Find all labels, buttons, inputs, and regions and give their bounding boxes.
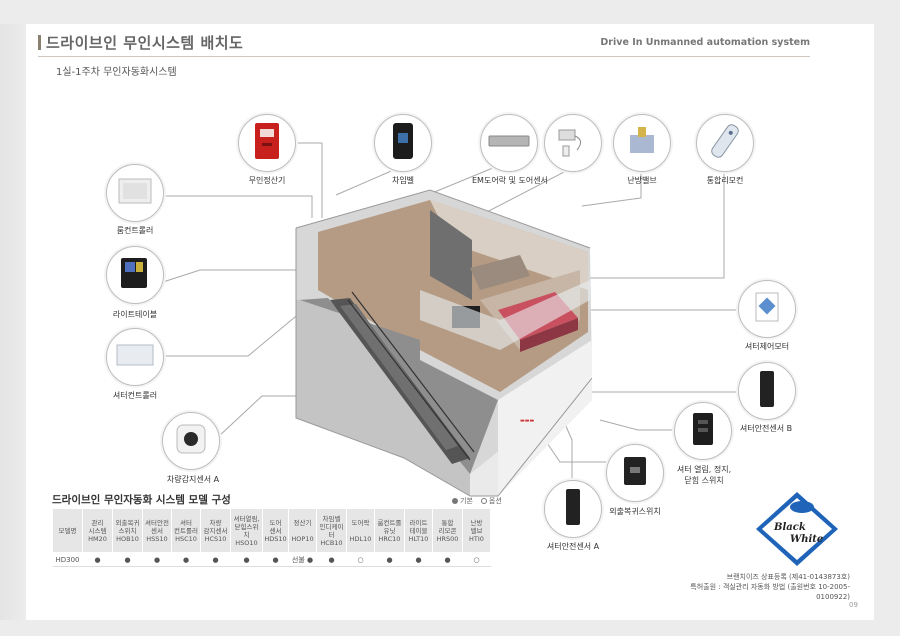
device-payment-kiosk: [238, 114, 296, 172]
table-cell: ●: [142, 552, 172, 567]
heating-valve-icon: [624, 123, 660, 163]
device-safety-sensor-a: [544, 480, 602, 538]
table-cell: ●: [316, 552, 347, 567]
table-cell: ●: [374, 552, 405, 567]
page-number: 09: [849, 601, 858, 609]
logo-text-black: Black: [773, 522, 806, 533]
device-shutter-controller: [106, 328, 164, 386]
device-vehicle-sensor: [162, 412, 220, 470]
device-em-lock: [480, 114, 538, 172]
label-vehicle-sensor: 차량감지센서 A: [166, 475, 220, 484]
table-cell: ●: [171, 552, 201, 567]
room-controller-icon: [117, 177, 153, 209]
chime-bell-icon: [390, 121, 416, 165]
header-rule: [38, 56, 810, 57]
brand-logo: Black White: [756, 492, 838, 566]
title-marker: [38, 35, 41, 50]
device-heating-valve: [613, 114, 671, 172]
device-light-table: [106, 246, 164, 304]
device-remote: [696, 114, 754, 172]
label-return-switch: 외출복귀스위치: [609, 507, 661, 516]
label-heating-valve: 난방밸브: [627, 176, 657, 185]
label-shutter-motor: 셔터제어모터: [744, 342, 790, 351]
label-em-lock: EM도어락 및 도어센서: [472, 176, 548, 185]
table-cell: ●: [112, 552, 143, 567]
certification-text: 브랜치이즈 상표등록 (제41-0143873호) 특허출원 : 객실관리 자동…: [660, 572, 850, 602]
shutter-switch-icon: [691, 411, 715, 451]
page-title: 드라이브인 무인시스템 배치도: [46, 34, 244, 52]
safety-sensor-icon: [757, 369, 777, 413]
table-cell: ●: [432, 552, 463, 567]
return-switch-icon: [622, 455, 648, 491]
device-safety-sensor-b: [738, 362, 796, 420]
label-shutter-controller: 셔터컨트롤러: [112, 391, 158, 400]
table-cell: ●: [200, 552, 231, 567]
shutter-motor-icon: [752, 291, 782, 327]
table-cell: HD300: [52, 552, 83, 567]
legend-basic: 기본: [452, 496, 473, 506]
table-cell: 선불 ●: [288, 552, 317, 567]
label-chime-bell: 차임벨: [391, 176, 415, 185]
shutter-controller-icon: [115, 343, 155, 371]
device-room-controller: [106, 164, 164, 222]
label-safety-sensor-b: 셔터안전센서 B: [739, 424, 793, 433]
logo-text-white: White: [790, 534, 823, 545]
remote-control-icon: [705, 121, 745, 165]
table-legend: 기본 옵션: [452, 496, 502, 506]
vehicle-sensor-icon: [175, 423, 207, 459]
patent-line: 특허출원 : 객실관리 자동화 방법 (출원번호 10-2005-0100922…: [690, 583, 850, 601]
table-cell: ●: [404, 552, 433, 567]
em-lock-icon: [487, 131, 531, 155]
device-chime-bell: [374, 114, 432, 172]
label-payment-kiosk: 무인정산기: [248, 176, 286, 185]
device-shutter-motor: [738, 280, 796, 338]
safety-sensor-icon: [563, 487, 583, 531]
label-shutter-switch: 셔터 열림, 정지,닫힘 스위치: [676, 465, 732, 485]
table-header: 모델명: [52, 508, 83, 553]
page-shadow: [0, 24, 26, 620]
page-subtitle: 1실-1주차 무인자동화시스템: [56, 67, 177, 78]
trademark-line: 브랜치이즈 상표등록 (제41-0143873호): [726, 573, 850, 581]
device-door-sensor: [544, 114, 602, 172]
table-cell: ●: [82, 552, 113, 567]
payment-kiosk-icon: [253, 121, 281, 165]
table-cell: ●: [262, 552, 289, 567]
table-cell: ●: [230, 552, 263, 567]
table-row: HD300 ● ● ● ● ● ● ● 선불 ● ● ○ ● ● ● ○: [52, 552, 491, 567]
legend-option: 옵션: [480, 496, 502, 506]
device-shutter-switch: [674, 402, 732, 460]
label-room-controller: 룸컨트롤러: [116, 226, 154, 235]
label-light-table: 라이트테이블: [112, 310, 158, 319]
table-title: 드라이브인 무인자동화 시스템 모델 구성: [52, 494, 231, 506]
page-title-english: Drive In Unmanned automation system: [600, 37, 810, 48]
device-return-switch: [606, 444, 664, 502]
label-safety-sensor-a: 셔터안전센서 A: [546, 542, 600, 551]
table-cell: ○: [462, 552, 491, 567]
table-cell: ○: [346, 552, 375, 567]
header: 드라이브인 무인시스템 배치도 Drive In Unmanned automa…: [38, 32, 810, 54]
light-table-icon: [119, 256, 151, 294]
label-remote: 통합리모컨: [706, 176, 744, 185]
